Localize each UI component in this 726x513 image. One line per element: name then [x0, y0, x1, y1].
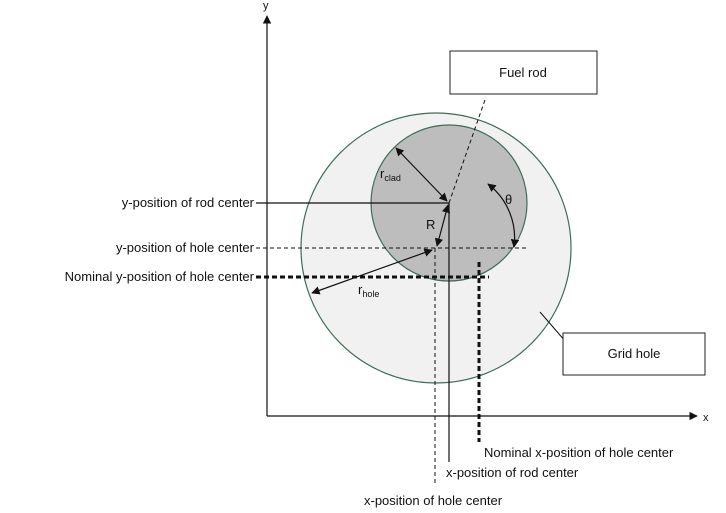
grid-hole-label: Grid hole — [608, 346, 661, 361]
fuel-rod-label-box — [449, 50, 598, 95]
r-hole-symbol: rhole — [358, 282, 379, 299]
x-hole-center-label: x-position of hole center — [364, 493, 503, 508]
theta-arc — [487, 183, 520, 248]
theta-symbol: θ — [505, 192, 512, 207]
y-hole-center-label: y-position of hole center — [116, 240, 255, 255]
fuel-rod-leader-line — [448, 96, 487, 204]
y-axis-label: y — [263, 0, 269, 12]
nominal-x-hole-center-label: Nominal x-position of hole center — [484, 445, 674, 460]
fuel-rod-label: Fuel rod — [499, 65, 547, 80]
grid-hole-label-box — [562, 332, 706, 376]
r-clad-symbol: rclad — [380, 166, 401, 183]
y-rod-center-label: y-position of rod center — [122, 195, 255, 210]
R-symbol: R — [426, 217, 435, 232]
x-axis-label: x — [703, 412, 709, 424]
R-arrow — [434, 204, 451, 247]
x-rod-center-label: x-position of rod center — [446, 465, 579, 480]
r-clad-arrow — [395, 147, 448, 202]
r-hole-arrow — [311, 248, 433, 295]
nominal-y-hole-center-label: Nominal y-position of hole center — [65, 269, 255, 284]
